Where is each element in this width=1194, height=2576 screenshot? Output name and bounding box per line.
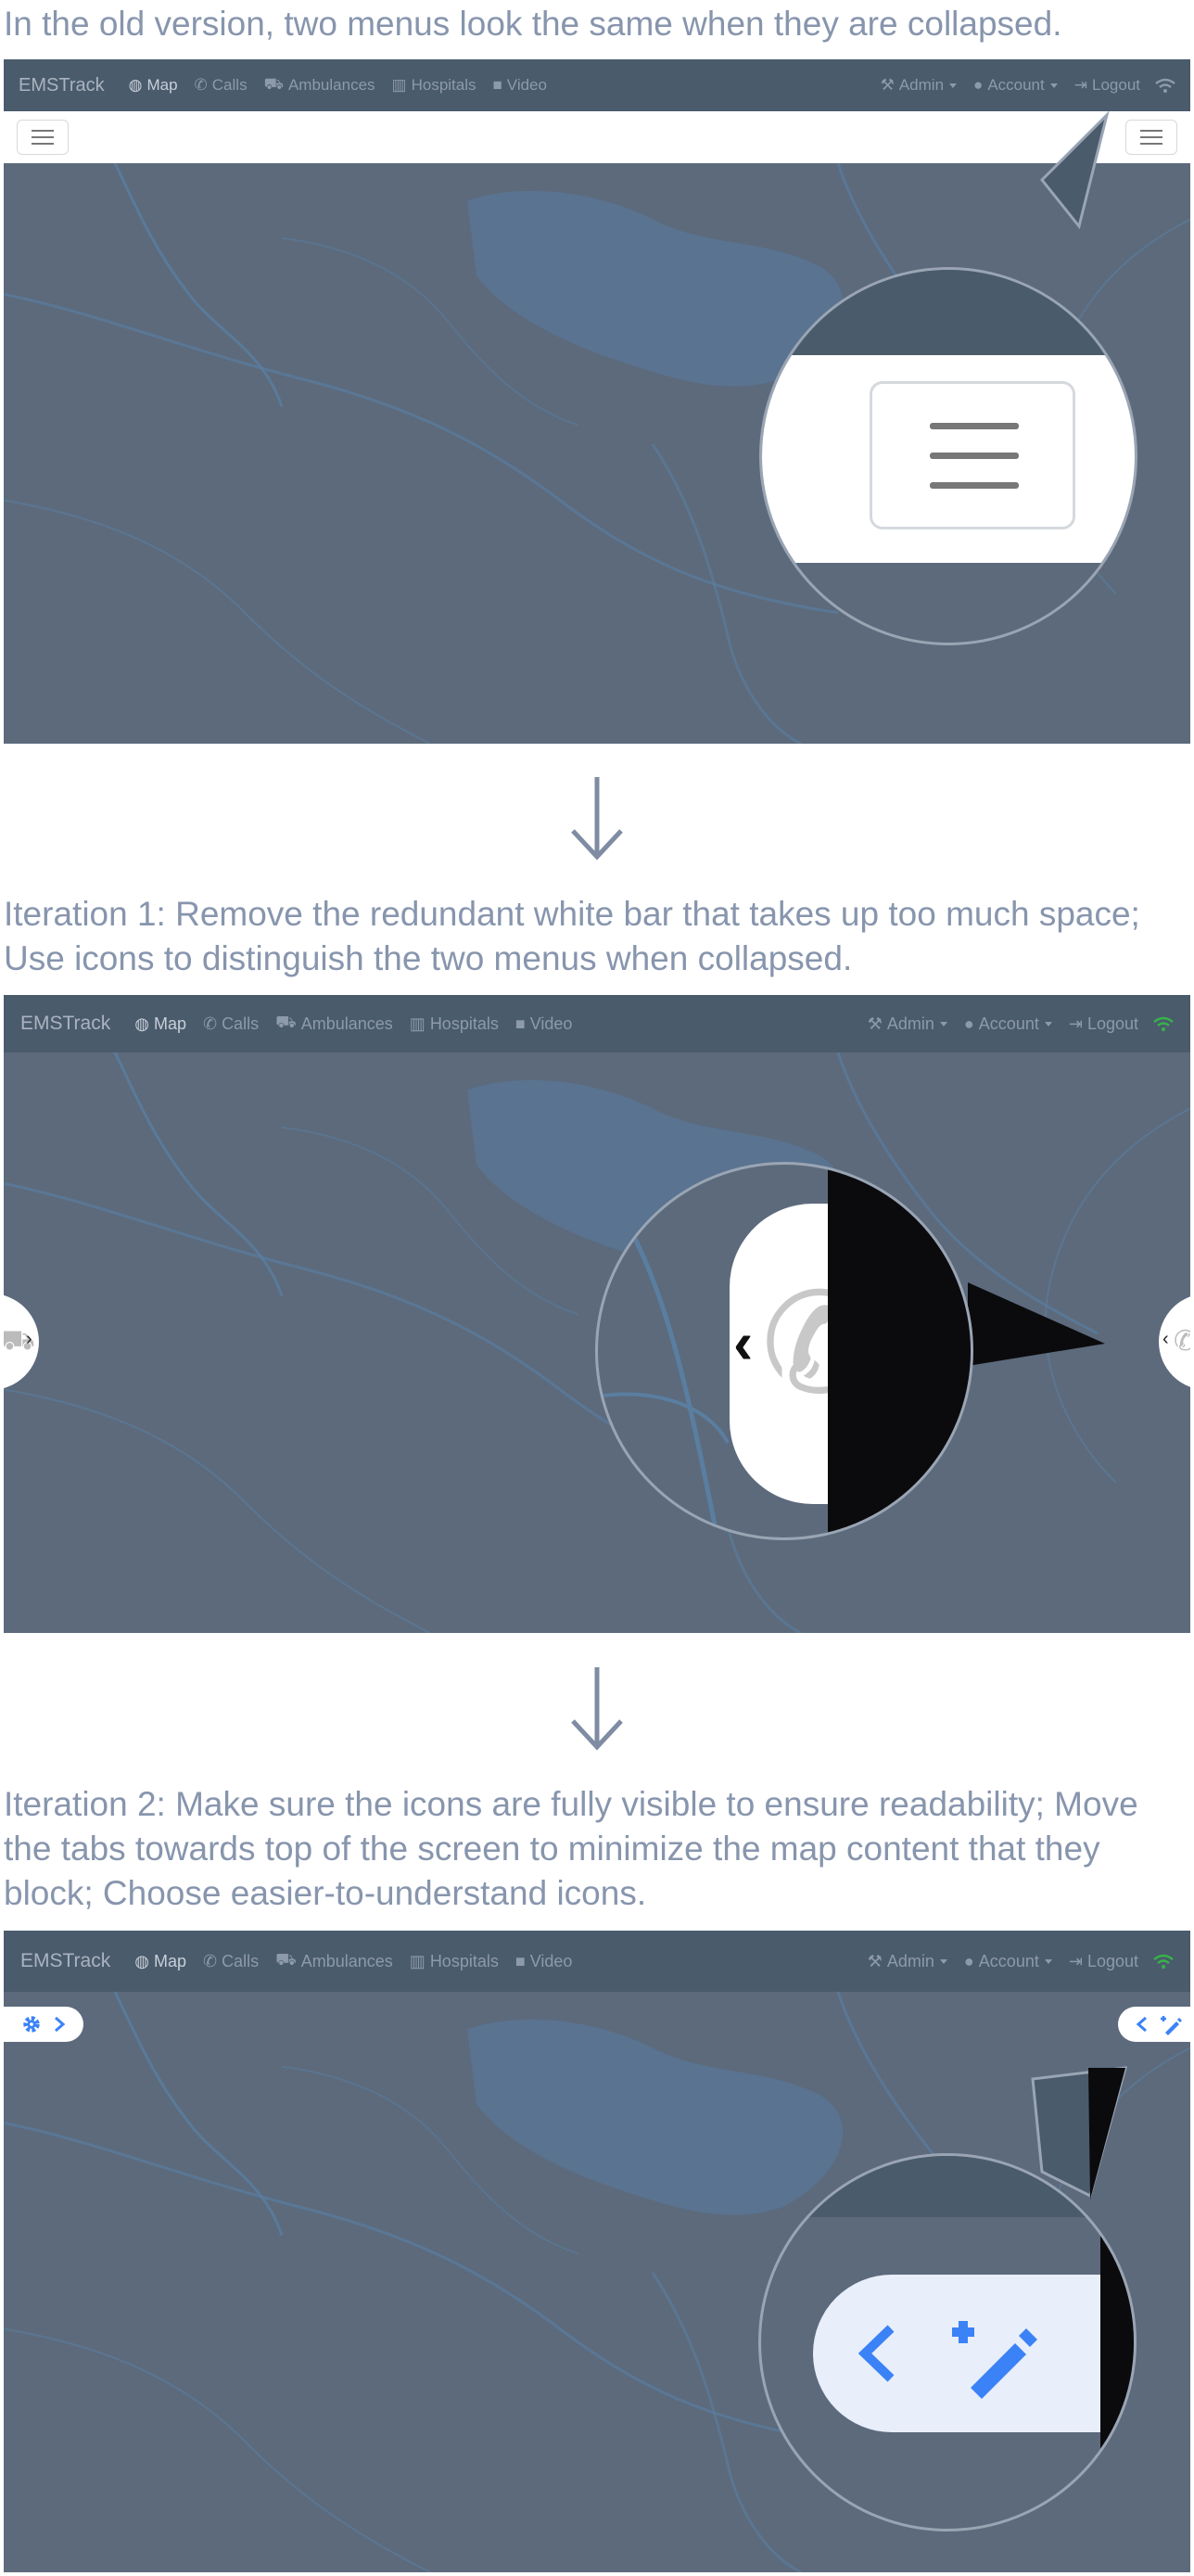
nav-item-hospitals[interactable]: ▥Hospitals — [409, 1014, 499, 1033]
zoomed-hamburger-icon — [870, 381, 1075, 529]
old-version-screenshot: EMSTrack ◍Map ✆Calls ⛟Ambulances ▥Hospit… — [4, 59, 1190, 744]
wrench-icon: ⚒ — [867, 1014, 883, 1033]
chevron-right-icon — [55, 2016, 66, 2033]
navbar-brand[interactable]: EMSTrack — [20, 1950, 111, 1971]
gear-icon — [23, 2016, 40, 2033]
logout-icon: ⇥ — [1073, 76, 1087, 94]
phone-icon: ✆ — [194, 76, 208, 94]
zoomed-dark-edge — [1100, 2212, 1134, 2490]
ambulance-icon: ⛟ — [263, 75, 284, 93]
zoomed-chevron-left-icon: ‹ — [733, 1309, 754, 1376]
wrench-icon: ⚒ — [867, 1951, 883, 1970]
caret-down-icon — [939, 1021, 947, 1027]
nav-item-logout[interactable]: ⇥Logout — [1073, 76, 1140, 94]
nav-item-ambulances[interactable]: ⛟Ambulances — [263, 75, 375, 94]
wifi-icon — [1153, 1954, 1174, 1969]
zoomed-dark-edge — [828, 1165, 971, 1537]
hospital-icon: ▥ — [409, 1014, 426, 1033]
video-icon: ■ — [492, 76, 502, 94]
navbar-brand[interactable]: EMSTrack — [20, 1013, 111, 1034]
phone-icon: ✆ — [202, 1014, 218, 1033]
logout-icon: ⇥ — [1068, 1951, 1083, 1970]
navbar: EMSTrack ◍Map ✆Calls ⛟Ambulances ▥Hospit… — [4, 995, 1190, 1052]
nav-item-calls[interactable]: ✆Calls — [194, 76, 248, 94]
nav-item-video[interactable]: ■Video — [514, 1951, 573, 1970]
magnifier-zoom-right-tab: ‹ ✆ — [595, 1162, 973, 1540]
nav-item-map[interactable]: ◍Map — [128, 76, 178, 94]
right-menu-tab[interactable] — [1118, 2007, 1190, 2042]
zoomed-pill — [813, 2275, 1100, 2432]
caret-down-icon — [1044, 1021, 1052, 1027]
navbar-brand[interactable]: EMSTrack — [19, 74, 105, 96]
user-icon: ● — [963, 1014, 974, 1033]
chevron-left-icon — [1136, 2016, 1147, 2033]
nav-item-map[interactable]: ◍Map — [134, 1951, 186, 1970]
wrench-icon: ⚒ — [880, 76, 895, 94]
nav-item-account[interactable]: ●Account — [973, 76, 1058, 95]
phone-icon: ✆ — [1174, 1326, 1190, 1357]
ambulance-icon: ⛟ — [275, 1013, 297, 1031]
nav-item-video[interactable]: ■Video — [514, 1014, 573, 1033]
nav-item-ambulances[interactable]: ⛟Ambulances — [275, 1950, 393, 1972]
wifi-icon — [1153, 1016, 1174, 1031]
navbar: EMSTrack ◍Map ✆Calls ⛟Ambulances ▥Hospit… — [4, 1931, 1190, 1992]
zoomed-chevron-left-icon — [857, 2325, 895, 2382]
left-menu-toggle-button[interactable] — [17, 120, 69, 155]
left-menu-tab[interactable] — [4, 2007, 83, 2042]
magic-wand-icon — [1161, 2016, 1182, 2035]
nav-item-ambulances[interactable]: ⛟Ambulances — [275, 1013, 393, 1035]
user-icon: ● — [963, 1951, 974, 1970]
caption-iteration-2: Iteration 2: Make sure the icons are ful… — [4, 1785, 1138, 1912]
hospital-icon: ▥ — [409, 1951, 426, 1970]
nav-item-admin[interactable]: ⚒Admin — [880, 76, 958, 95]
nav-item-map[interactable]: ◍Map — [134, 1014, 186, 1033]
phone-icon: ✆ — [202, 1951, 218, 1970]
magnifier-zoom-right-tab — [758, 2153, 1137, 2531]
video-icon: ■ — [514, 1014, 526, 1033]
caption-old-version: In the old version, two menus look the s… — [4, 5, 1062, 43]
wifi-icon — [1155, 78, 1175, 93]
ambulance-icon: ⛟ — [4, 1325, 35, 1356]
hospital-icon: ▥ — [391, 76, 407, 94]
nav-item-account[interactable]: ●Account — [964, 1014, 1052, 1034]
nav-item-calls[interactable]: ✆Calls — [202, 1014, 260, 1033]
globe-icon: ◍ — [134, 1014, 149, 1033]
nav-item-calls[interactable]: ✆Calls — [202, 1951, 260, 1970]
video-icon: ■ — [514, 1951, 526, 1970]
caret-down-icon — [1049, 83, 1058, 88]
caption-iteration-1: Iteration 1: Remove the redundant white … — [4, 895, 1140, 977]
nav-item-admin[interactable]: ⚒Admin — [868, 1014, 947, 1034]
nav-item-hospitals[interactable]: ▥Hospitals — [391, 76, 476, 94]
chevron-left-icon: ‹ — [1162, 1329, 1169, 1349]
nav-item-video[interactable]: ■Video — [492, 76, 547, 94]
arrow-down-icon — [571, 777, 623, 861]
nav-item-hospitals[interactable]: ▥Hospitals — [409, 1951, 499, 1970]
globe-icon: ◍ — [128, 76, 143, 94]
globe-icon: ◍ — [134, 1951, 149, 1970]
ambulance-icon: ⛟ — [275, 1950, 297, 1969]
navbar: EMSTrack ◍Map ✆Calls ⛟Ambulances ▥Hospit… — [4, 59, 1190, 111]
zoomed-magic-wand-icon — [952, 2321, 1037, 2399]
caret-down-icon — [1044, 1958, 1052, 1964]
arrow-down-icon — [571, 1667, 623, 1751]
callout-pointer — [968, 1282, 1105, 1366]
caret-down-icon — [939, 1958, 947, 1964]
caret-down-icon — [949, 83, 958, 88]
nav-item-account[interactable]: ●Account — [964, 1952, 1052, 1971]
logout-icon: ⇥ — [1068, 1014, 1083, 1033]
nav-item-logout[interactable]: ⇥Logout — [1068, 1951, 1138, 1970]
magnifier-zoom-hamburger — [759, 267, 1137, 645]
right-menu-toggle-button[interactable] — [1125, 120, 1177, 155]
chevron-right-icon: › — [26, 1329, 32, 1349]
toggler-white-bar — [4, 111, 1190, 163]
callout-pointer — [1039, 110, 1110, 230]
nav-item-logout[interactable]: ⇥Logout — [1068, 1014, 1138, 1033]
iteration-1-screenshot: EMSTrack ◍Map ✆Calls ⛟Ambulances ▥Hospit… — [4, 995, 1190, 1633]
user-icon: ● — [973, 76, 984, 94]
nav-item-admin[interactable]: ⚒Admin — [868, 1952, 947, 1971]
iteration-2-screenshot: EMSTrack ◍Map ✆Calls ⛟Ambulances ▥Hospit… — [4, 1931, 1190, 2572]
